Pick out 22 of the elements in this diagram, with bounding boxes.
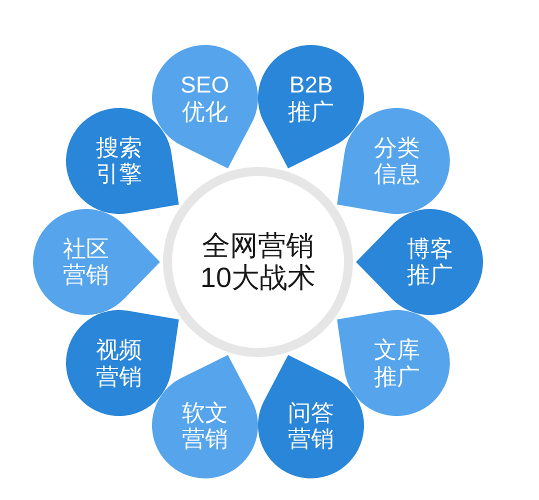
teardrop-node: [152, 45, 258, 169]
node-label: B2B推广: [287, 72, 336, 125]
teardrop-node: [66, 310, 179, 416]
hub-circle: [163, 167, 353, 357]
teardrop-node: [33, 209, 160, 315]
teardrop-node: [258, 355, 364, 479]
node-label: 软文营销: [180, 399, 229, 452]
node-label: 分类信息: [373, 134, 422, 188]
node-label: 社区营销: [62, 236, 110, 288]
teardrop-node: [152, 355, 258, 479]
teardrop-node: [258, 45, 364, 169]
teardrop-node: [356, 209, 483, 315]
teardrop-node: [66, 108, 179, 214]
node-label: 文库推广: [373, 336, 422, 390]
node-label: 博客推广: [406, 236, 454, 288]
center-label: 全网营销10大战术: [199, 230, 317, 294]
teardrop-node: [337, 310, 450, 416]
node-label: 视频营销: [94, 336, 143, 390]
node-label: 问答营销: [287, 399, 336, 452]
node-label: 搜索引擎: [94, 134, 143, 188]
teardrop-node: [337, 108, 450, 214]
node-label: SEO优化: [180, 72, 230, 125]
